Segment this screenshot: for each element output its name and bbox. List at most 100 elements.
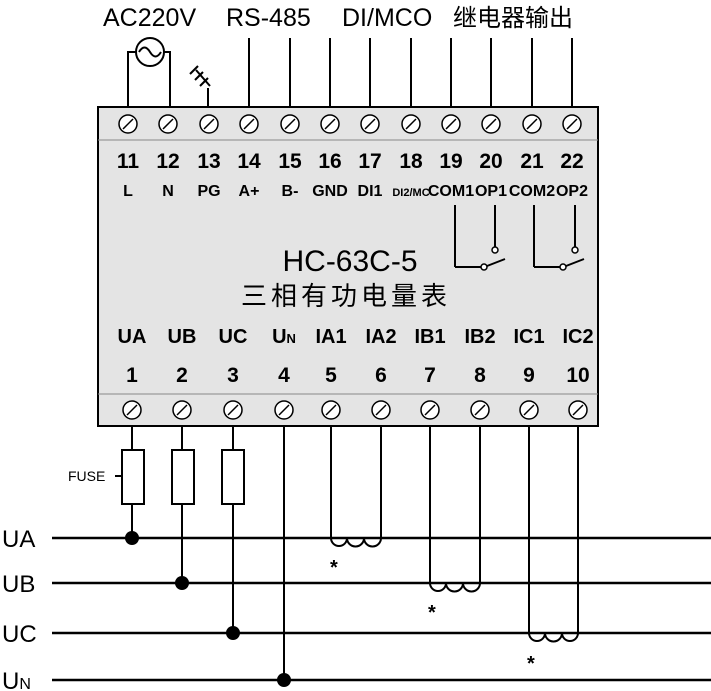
terminal-signal-18: DI2/MC [392,187,429,199]
terminal-signal-16: GND [312,183,348,200]
terminal-number-10: 10 [566,364,589,387]
top-terminal-screws [118,114,582,134]
fuse-c [221,449,245,505]
terminal-screw-4 [274,400,294,420]
terminal-screw-9 [519,400,539,420]
terminal-signal-6: IA2 [365,326,396,348]
terminal-number-5: 5 [325,364,337,387]
terminal-number-17: 17 [358,150,381,173]
ct-a-polarity-mark: * [330,557,338,579]
ct-b-icon [429,426,481,593]
terminal-signal-15: B- [282,183,299,200]
terminal-signal-22: OP2 [556,183,588,200]
bottom-terminal-screws [122,400,588,420]
ac-source-icon [127,37,171,109]
relay-output-label: 继电器输出 [453,4,573,32]
junction-ua [125,531,139,545]
terminal-signal-1: UA [118,326,147,348]
terminal-number-12: 12 [156,150,179,173]
terminal-signal-20: OP1 [475,183,507,200]
terminal-signal-17: DI1 [358,183,383,200]
junction-uc [226,626,240,640]
terminal-signal-19: COM1 [428,183,474,200]
terminal-signal-13: PG [197,183,220,200]
fuse-b [171,449,195,505]
junction-un [277,673,291,687]
model-number: HC-63C-5 [282,245,417,278]
terminal-number-8: 8 [474,364,486,387]
terminal-number-19: 19 [439,150,462,173]
terminal-screw-15 [280,114,300,134]
terminal-screw-3 [223,400,243,420]
ct-a-icon [330,426,382,548]
ct-c-icon [528,426,579,643]
terminal-screw-12 [158,114,178,134]
terminal-number-14: 14 [237,150,261,173]
top-wires [248,38,573,108]
ct-c-polarity-mark: * [527,653,535,675]
terminal-screw-22 [562,114,582,134]
terminal-screw-11 [118,114,138,134]
comm-label: RS-485 [226,4,311,32]
terminal-number-16: 16 [318,150,341,173]
terminal-signal-10: IC2 [562,326,593,348]
terminal-number-21: 21 [520,150,544,173]
terminal-number-2: 2 [176,364,188,387]
phase-buses [52,536,711,682]
relay-1-contact-icon [454,205,506,271]
terminal-number-7: 7 [424,364,436,387]
relay-2-contact-icon [533,205,585,271]
terminal-screw-20 [481,114,501,134]
terminal-screw-6 [371,400,391,420]
terminal-screw-1 [122,400,142,420]
di-label: DI/MCO [342,4,432,32]
terminal-number-18: 18 [399,150,423,173]
ground-icon [189,65,211,108]
terminal-signal-7: IB1 [414,326,445,348]
terminal-signal-5: IA1 [315,326,346,348]
phase-label-ub: UB [2,571,35,598]
terminal-screw-10 [568,400,588,420]
terminal-number-20: 20 [479,150,502,173]
terminal-number-11: 11 [117,150,140,173]
terminal-signal-14: A+ [239,183,260,200]
terminal-screw-2 [172,400,192,420]
terminal-signal-11: L [123,183,133,200]
terminal-signal-3: UC [219,326,248,348]
fuse-a [121,449,145,505]
terminal-number-4: 4 [278,364,290,387]
phase-label-ua: UA [2,526,35,553]
terminal-signal-12: N [162,183,174,200]
terminal-number-3: 3 [227,364,239,387]
terminal-screw-16 [320,114,340,134]
terminal-screw-5 [321,400,341,420]
terminal-signal-9: IC1 [513,326,544,348]
terminal-screw-13 [199,114,219,134]
terminal-number-13: 13 [197,150,220,173]
terminal-signal-2: UB [168,326,197,348]
meter-body [97,106,599,427]
terminal-signal-8: IB2 [464,326,495,348]
terminal-number-6: 6 [375,364,387,387]
phase-label-un: UN [2,668,31,691]
power-label: AC220V [103,4,196,32]
terminal-number-9: 9 [523,364,535,387]
fuse-label: FUSE [68,468,105,484]
terminal-screw-7 [420,400,440,420]
device-title: 三相有功电量表 [241,282,451,312]
junction-ub [175,576,189,590]
terminal-signal-21: COM2 [509,183,555,200]
terminal-screw-8 [470,400,490,420]
terminal-screw-17 [360,114,380,134]
terminal-screw-19 [441,114,461,134]
ct-b-polarity-mark: * [428,602,436,624]
terminal-number-1: 1 [126,364,138,387]
terminal-screw-14 [239,114,259,134]
phase-label-uc: UC [2,621,37,648]
terminal-screw-21 [522,114,542,134]
terminal-screw-18 [401,114,421,134]
terminal-number-15: 15 [278,150,302,173]
